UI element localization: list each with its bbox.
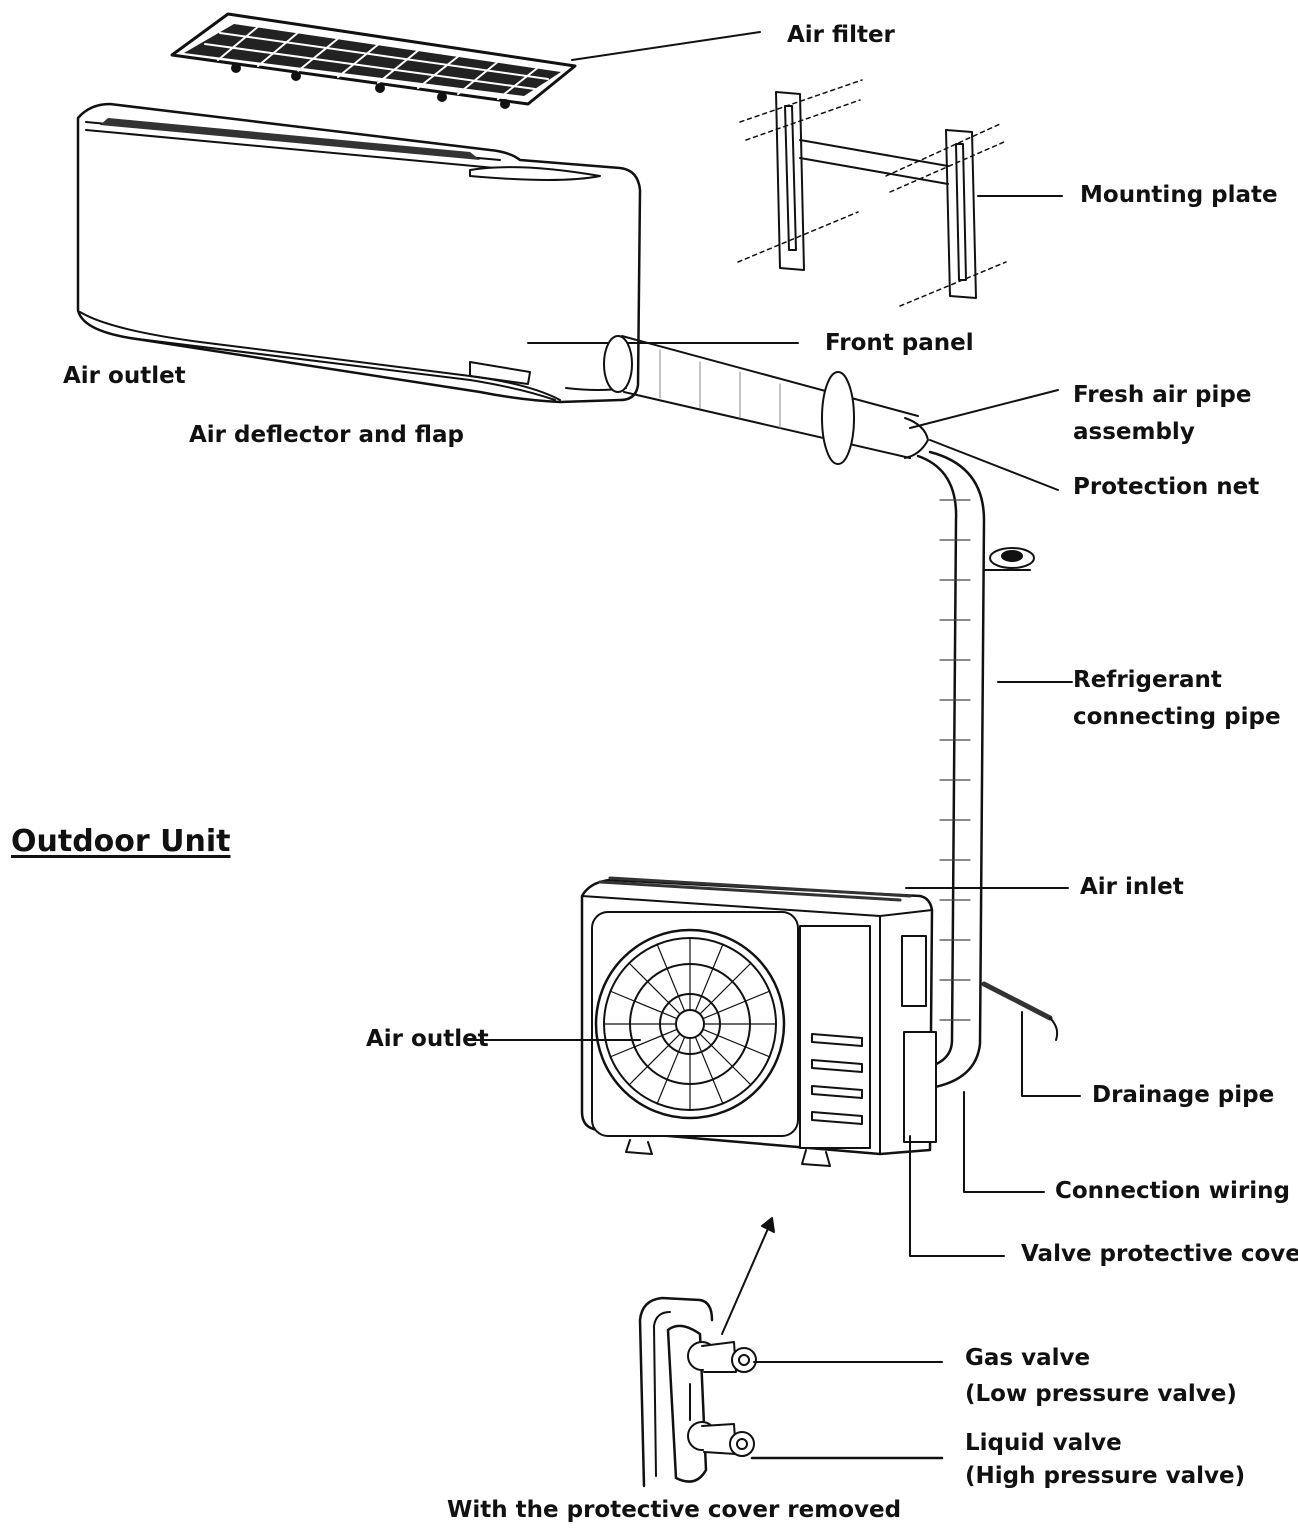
fresh-air-pipe-label-line2: assembly <box>1073 419 1195 445</box>
valve-cover-leader <box>909 1135 1005 1257</box>
air-filter-part <box>170 12 577 109</box>
connection-wiring-label: Connection wiring <box>1055 1178 1290 1204</box>
air-filter-label: Air filter <box>787 22 895 48</box>
gas-valve-label-line2: (Low pressure valve) <box>965 1381 1237 1407</box>
valve-caption: With the protective cover removed <box>447 1497 902 1523</box>
drainage-pipe-label: Drainage pipe <box>1092 1082 1275 1108</box>
protection-net-label: Protection net <box>1073 474 1260 500</box>
connection-wiring-leader <box>963 1091 1045 1193</box>
protection-net-leader <box>929 439 1059 491</box>
air-deflector-label: Air deflector and flap <box>189 422 464 448</box>
air-filter-leader <box>571 31 761 61</box>
air-inlet-label: Air inlet <box>1080 874 1184 900</box>
arrow-shaft <box>721 1223 771 1335</box>
valve-assembly-part <box>638 1296 757 1488</box>
mounting-plate-label: Mounting plate <box>1080 182 1278 208</box>
refrigerant-pipe-label-line2: connecting pipe <box>1073 704 1281 730</box>
air-outlet-outdoor-label: Air outlet <box>366 1026 489 1052</box>
mounting-plate-part <box>737 79 1007 307</box>
fresh-air-pipe-label-line1: Fresh air pipe <box>1073 382 1252 408</box>
indoor-unit-part <box>76 102 642 404</box>
drainage-pipe-leader <box>1021 1011 1081 1097</box>
arrow-up-icon <box>761 1217 775 1233</box>
fresh-air-pipe-part <box>603 335 929 465</box>
refrigerant-pipe-part <box>916 450 1035 1090</box>
fresh-air-pipe-leader <box>909 389 1059 429</box>
liquid-valve-label-line1: Liquid valve <box>965 1430 1122 1456</box>
gas-valve-label-line1: Gas valve <box>965 1345 1091 1371</box>
outdoor-unit-heading: Outdoor Unit <box>11 824 231 859</box>
air-outlet-indoor-label: Air outlet <box>63 363 186 389</box>
liquid-valve-label-line2: (High pressure valve) <box>965 1463 1246 1489</box>
outdoor-unit-part <box>580 876 1059 1167</box>
valve-cover-label: Valve protective cover <box>1021 1241 1298 1267</box>
front-panel-label: Front panel <box>825 330 974 356</box>
refrigerant-pipe-label-line1: Refrigerant <box>1073 667 1222 693</box>
